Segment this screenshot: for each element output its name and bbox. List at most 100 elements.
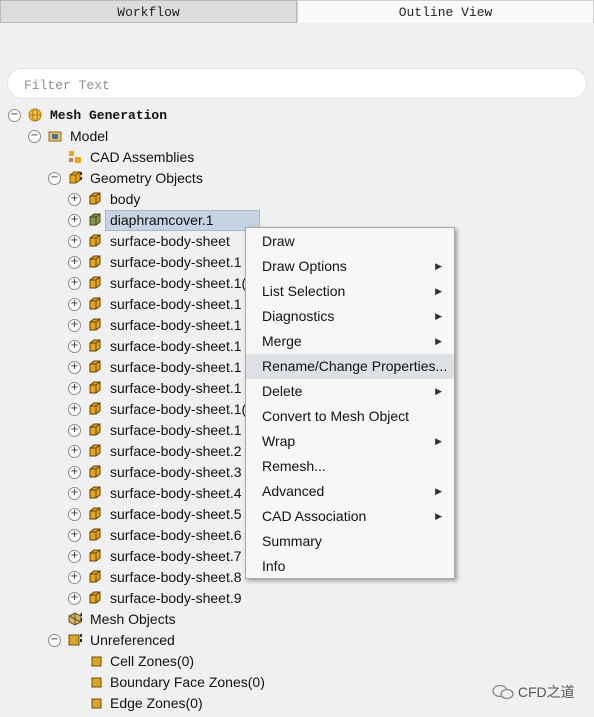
model-icon <box>48 131 62 142</box>
unreferenced-icon <box>68 634 82 646</box>
menu-item-label: Delete <box>262 383 303 399</box>
tree-label-geometry-object: surface-body-sheet.1 <box>110 254 242 270</box>
cube-icon <box>89 591 101 604</box>
expand-icon[interactable]: + <box>68 277 81 290</box>
filter-input[interactable] <box>22 75 566 95</box>
cube-icon <box>89 570 101 583</box>
cube-icon <box>89 192 101 205</box>
menu-item-label: Remesh... <box>262 458 326 474</box>
tree-label-geometry-object: surface-body-sheet.6 <box>110 527 242 543</box>
expand-icon[interactable]: + <box>68 592 81 605</box>
submenu-arrow-icon: ▶ <box>435 336 442 346</box>
expand-icon[interactable]: + <box>68 214 81 227</box>
cube-icon <box>89 255 101 268</box>
menu-item-wrap[interactable]: Wrap ▶ <box>246 429 454 454</box>
cube-icon <box>89 360 101 373</box>
expand-icon[interactable]: + <box>68 235 81 248</box>
tree-label-geometry-object: surface-body-sheet.9 <box>110 590 242 606</box>
submenu-arrow-icon: ▶ <box>435 511 442 521</box>
tab-bar: Workflow Outline View <box>0 0 594 24</box>
expand-icon[interactable]: + <box>68 403 81 416</box>
submenu-arrow-icon: ▶ <box>435 311 442 321</box>
tab-outline-view[interactable]: Outline View <box>297 0 594 23</box>
collapse-icon[interactable]: − <box>48 634 61 647</box>
menu-item-rename-change-properties[interactable]: Rename/Change Properties... <box>246 354 454 379</box>
menu-item-label: Diagnostics <box>262 308 335 324</box>
menu-item-diagnostics[interactable]: Diagnostics ▶ <box>246 304 454 329</box>
expand-icon[interactable]: + <box>68 466 81 479</box>
cube-icon <box>89 549 101 562</box>
geometry-objects-icon <box>69 171 82 184</box>
expand-icon[interactable]: + <box>68 256 81 269</box>
cube-icon <box>89 234 101 247</box>
tree-label-geometry-object: diaphramcover.1 <box>105 210 260 231</box>
menu-item-label: Advanced <box>262 483 325 499</box>
cube-icon <box>89 444 101 457</box>
tree-label-mesh-objects: Mesh Objects <box>90 611 176 627</box>
tree-label-geometry-object: surface-body-sheet.5 <box>110 506 242 522</box>
tree-label-geometry-object: surface-body-sheet <box>110 233 230 249</box>
watermark: CFD之道 <box>492 682 575 702</box>
tree-label-geometry-object: surface-body-sheet.1 <box>110 296 242 312</box>
menu-item-label: Merge <box>262 333 302 349</box>
expand-icon[interactable]: + <box>68 298 81 311</box>
expand-icon[interactable]: + <box>68 319 81 332</box>
expand-icon[interactable]: + <box>68 193 81 206</box>
tree-label-geometry-object: surface-body-sheet.7 <box>110 548 242 564</box>
menu-item-draw[interactable]: Draw <box>246 229 454 254</box>
tree-label-geometry-objects: Geometry Objects <box>90 170 203 186</box>
cube-icon <box>89 276 101 289</box>
cube-icon <box>89 402 101 415</box>
menu-item-label: Draw Options <box>262 258 347 274</box>
menu-item-list-selection[interactable]: List Selection▶ <box>246 279 454 304</box>
menu-item-cad-association[interactable]: CAD Association ▶ <box>246 504 454 529</box>
menu-item-info[interactable]: Info <box>246 554 454 579</box>
tree-label-cell-zones: Cell Zones(0) <box>110 653 195 669</box>
cube-icon <box>89 486 101 499</box>
cube-icon <box>89 423 101 436</box>
expand-icon[interactable]: + <box>68 550 81 563</box>
chat-bubble-icon <box>492 684 514 700</box>
menu-item-remesh[interactable]: Remesh... <box>246 454 454 479</box>
tree-label-geometry-object: surface-body-sheet.1 <box>110 422 242 438</box>
tab-workflow[interactable]: Workflow <box>0 0 297 23</box>
expand-icon[interactable]: + <box>68 487 81 500</box>
zone-icon <box>91 698 102 709</box>
menu-item-summary[interactable]: Summary <box>246 529 454 554</box>
cube-icon <box>89 297 101 310</box>
collapse-icon[interactable]: − <box>48 172 61 185</box>
cube-icon <box>89 507 101 520</box>
menu-item-convert-to-mesh-object[interactable]: Convert to Mesh Object <box>246 404 454 429</box>
tree-label-geometry-object: surface-body-sheet.2 <box>110 443 242 459</box>
expand-icon[interactable]: + <box>68 340 81 353</box>
collapse-icon[interactable]: − <box>28 130 41 143</box>
expand-icon[interactable]: + <box>68 529 81 542</box>
expand-icon[interactable]: + <box>68 361 81 374</box>
submenu-arrow-icon: ▶ <box>435 386 442 396</box>
menu-item-delete[interactable]: Delete ▶ <box>246 379 454 404</box>
tree-label-mesh-generation: Mesh Generation <box>50 108 168 123</box>
menu-item-draw-options[interactable]: Draw Options ▶ <box>246 254 454 279</box>
expand-icon[interactable]: + <box>68 445 81 458</box>
tree-label-geometry-object: surface-body-sheet.1( <box>110 275 247 291</box>
tree-label-model: Model <box>70 128 109 144</box>
expand-icon[interactable]: + <box>68 508 81 521</box>
cube-icon <box>89 339 101 352</box>
menu-item-advanced[interactable]: Advanced▶ <box>246 479 454 504</box>
tree-label-geometry-object: surface-body-sheet.1 <box>110 338 242 354</box>
menu-item-merge[interactable]: Merge ▶ <box>246 329 454 354</box>
collapse-icon[interactable]: − <box>8 109 21 122</box>
menu-item-label: Summary <box>262 533 322 549</box>
submenu-arrow-icon: ▶ <box>435 261 442 271</box>
tree-label-geometry-object: surface-body-sheet.1 <box>110 317 242 333</box>
menu-item-label: CAD Association <box>262 508 367 524</box>
expand-icon[interactable]: + <box>68 424 81 437</box>
globe-icon <box>28 108 42 122</box>
tree-label-geometry-object: surface-body-sheet.4 <box>110 485 242 501</box>
expand-icon[interactable]: + <box>68 382 81 395</box>
expand-icon[interactable]: + <box>68 571 81 584</box>
menu-item-label: Draw <box>262 233 295 249</box>
menu-item-label: Wrap <box>262 433 296 449</box>
submenu-arrow-icon: ▶ <box>435 436 442 446</box>
menu-item-label: List Selection <box>262 283 346 299</box>
